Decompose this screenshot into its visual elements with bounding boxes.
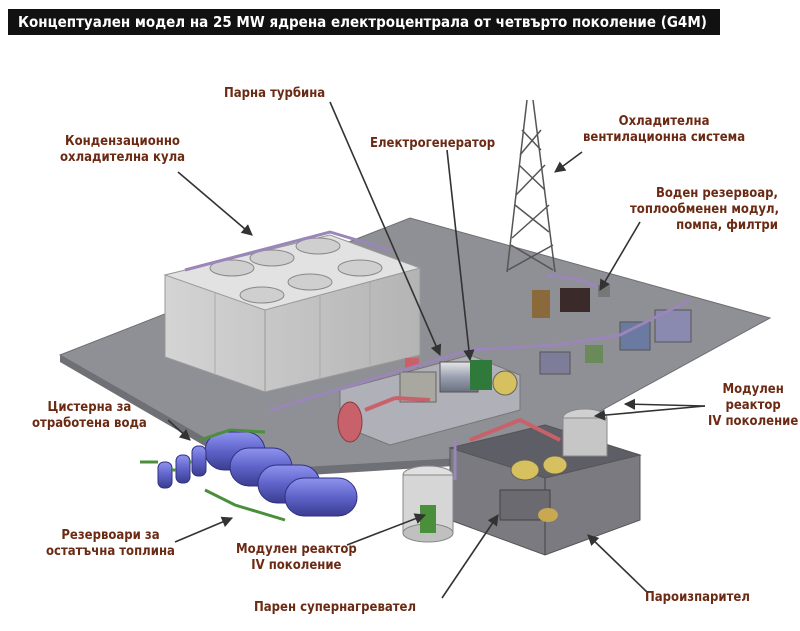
label-module-reactor-bottom: Модулен реактор IV поколение: [236, 542, 357, 574]
label-superheater: Парен супернагревател: [254, 600, 416, 616]
label-module-reactor-right: Модулен реактор IV поколение: [708, 382, 798, 430]
label-cooling-tower: Кондензационно охладителна кула: [60, 134, 185, 166]
label-ventilation: Охладителна вентилационна система: [583, 114, 745, 146]
label-waste-water: Цистерна за отработена вода: [32, 400, 147, 432]
label-steam-generator: Пароизпарител: [645, 590, 750, 606]
label-steam-turbine: Парна турбина: [224, 86, 325, 102]
label-water-tank: Воден резервоар, топлообменен модул, пом…: [630, 186, 778, 234]
label-generator: Електрогенератор: [370, 136, 495, 152]
bottom-silo: [403, 466, 453, 542]
waste-water-tanks: [140, 446, 206, 488]
label-residual-heat: Резервоари за остатъчна топлина: [46, 528, 175, 560]
